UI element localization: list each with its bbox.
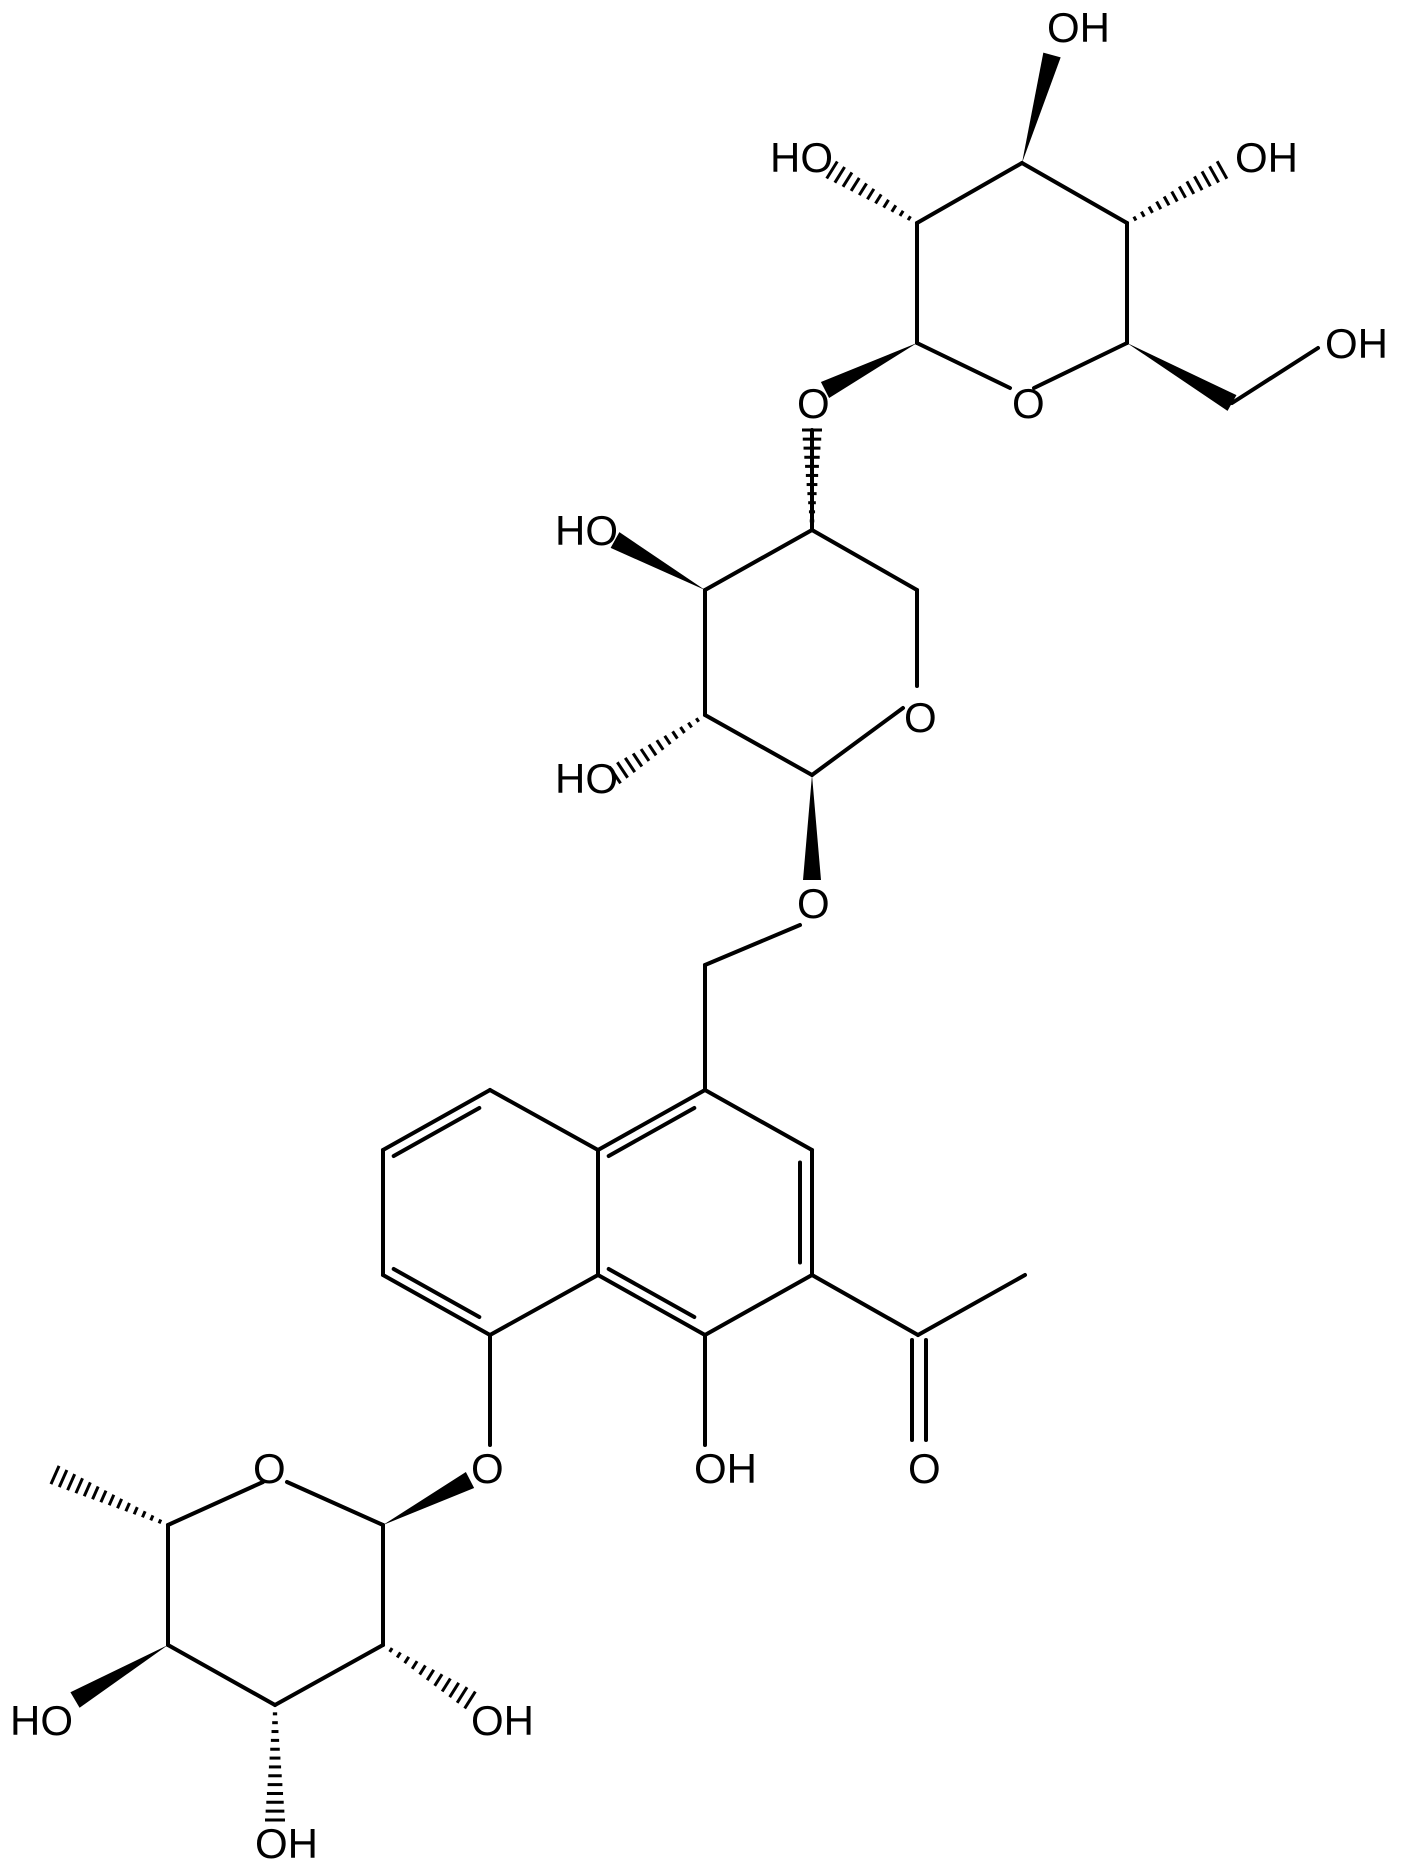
glc-ch2oh-label: OH — [1325, 320, 1388, 367]
rha-ring-bond — [273, 1643, 385, 1707]
glc-oh-top-label: OH — [1047, 4, 1110, 51]
rha-c2-oh-hash — [388, 1647, 477, 1710]
naph-oh-label: OH — [694, 1445, 757, 1492]
rha-c3-oh-hash — [265, 1712, 285, 1822]
naph-bond — [488, 1273, 600, 1337]
rha-oh-bottom-label: OH — [255, 1820, 318, 1864]
rha-ring-bond — [166, 1643, 277, 1707]
glc-anomeric-wedge — [820, 343, 917, 399]
xyl-oh-upper-label: HO — [555, 507, 618, 554]
naph-double-bond — [391, 1106, 482, 1158]
rha-ring-o-label: O — [253, 1445, 286, 1492]
acetyl-bond — [810, 1273, 920, 1337]
glc-ring-bond — [915, 161, 1024, 225]
rha-ring-bond — [285, 1480, 385, 1527]
glc-ring-bond — [915, 341, 1012, 390]
aryl-ether-o-label: O — [471, 1445, 504, 1492]
rha-oh-left-label: HO — [10, 1697, 73, 1744]
glc-c2-oh-hash — [825, 160, 912, 221]
acetyl-methyl-bond — [916, 1273, 1027, 1337]
glc-oh-right-label: OH — [1235, 134, 1298, 181]
naph-double-bond — [606, 1267, 697, 1319]
naph-double-bond — [381, 1273, 492, 1337]
glc-ring-bond — [1032, 341, 1129, 390]
rha-oh-right-label: OH — [471, 1697, 534, 1744]
naph-double-bond — [596, 1088, 707, 1152]
linker-o-ch2 — [703, 923, 802, 967]
bonds-layer — [49, 52, 1320, 1822]
atom-labels-layer: OH HO OH OH O O HO O HO O OH O O O HO OH… — [10, 4, 1388, 1864]
naph-double-bond — [381, 1088, 492, 1152]
naph-double-bond — [391, 1267, 482, 1319]
naph-bond — [703, 1273, 814, 1337]
xyl-ring-o-label: O — [904, 694, 937, 741]
ketone-o-label: O — [908, 1445, 941, 1492]
xyl-anomeric-wedge — [803, 775, 821, 880]
rha-c4-oh-wedge — [70, 1645, 168, 1708]
xyl-ring-bond — [703, 713, 814, 777]
glc-ch2oh-bond — [1230, 346, 1320, 405]
xyl-ring-bond — [810, 528, 919, 592]
xyl-oh-lower-label: HO — [555, 755, 618, 802]
xyl-ring-bond — [703, 528, 814, 592]
glc-c6-wedge — [1127, 343, 1237, 411]
xyl-c3-oh-wedge — [610, 532, 705, 590]
naph-double-bond — [606, 1106, 697, 1158]
rha-anomeric-wedge — [383, 1472, 475, 1525]
naph-bond — [488, 1088, 600, 1152]
xyl-c4-o-hash — [802, 428, 822, 523]
naph-double-bond — [596, 1273, 707, 1337]
rha-methyl-hash — [49, 1465, 163, 1524]
glc-oh-left-label: HO — [770, 134, 833, 181]
glc-ring-o-label: O — [1012, 380, 1045, 427]
glyco-o-middle-label: O — [797, 880, 830, 927]
glc-c4-oh-wedge — [1022, 52, 1061, 164]
xyl-ring-bond — [810, 706, 905, 777]
glyco-o-upper-label: O — [797, 380, 830, 427]
rha-ring-bond — [166, 1480, 265, 1527]
xyl-c2-oh-hash — [608, 717, 700, 785]
glc-ring-bond — [1020, 161, 1129, 225]
glc-c4b-oh-hash — [1132, 160, 1229, 222]
naph-bond — [703, 1088, 814, 1152]
